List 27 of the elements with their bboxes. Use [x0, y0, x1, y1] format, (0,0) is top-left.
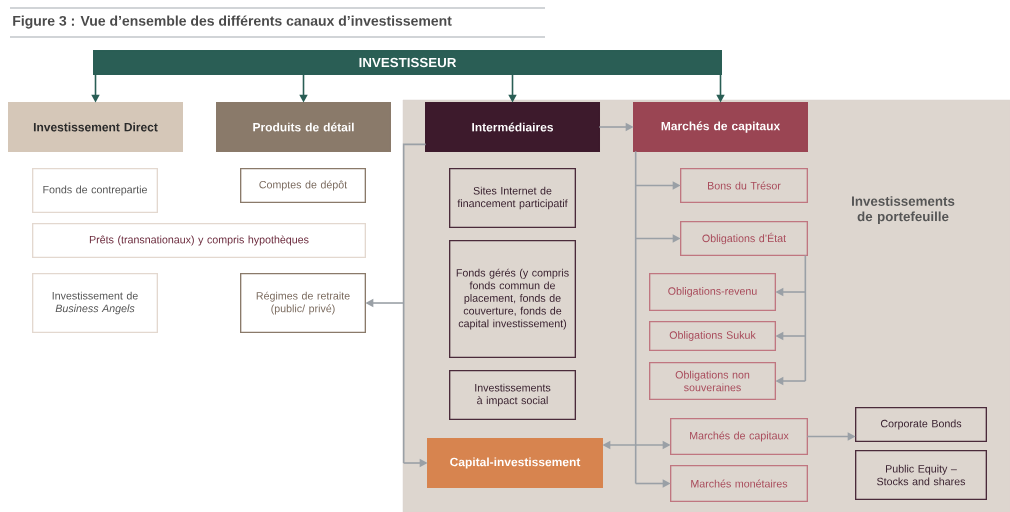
process-box: Investissement de Business Angels: [32, 273, 158, 333]
process-box: Comptes de dépôt: [240, 168, 366, 203]
process-box: Public Equity – Stocks and shares: [855, 450, 987, 500]
process-box: Régimes de retraite (public/ privé): [240, 273, 366, 333]
process-box: Intermédiaires: [425, 102, 600, 152]
process-box: Bons du Trésor: [680, 168, 808, 203]
process-box: Capital-investissement: [427, 438, 603, 488]
process-box: Investissements à impact social: [449, 370, 576, 420]
process-box: Corporate Bonds: [855, 407, 987, 442]
connector-line: [402, 143, 427, 464]
process-box: Investissement Direct: [8, 102, 183, 152]
process-box: Produits de détail: [216, 102, 391, 152]
process-box: Obligations Sukuk: [649, 321, 776, 351]
process-box: Marchés de capitaux: [633, 102, 808, 152]
process-box: Marchés de capitaux: [670, 418, 808, 455]
header-bar: INVESTISSEUR: [93, 50, 722, 75]
connector-line: [804, 254, 807, 382]
connector-line: [634, 150, 637, 485]
process-box: Obligations d’État: [680, 221, 808, 256]
process-box: Marchés monétaires: [670, 465, 808, 502]
figure-title: Figure 3 : Vue d’ensemble des différents canaux d’investissement: [13, 15, 452, 29]
process-box: Obligations-revenu: [649, 273, 776, 311]
process-box: Sites Internet de financement participatif: [449, 168, 576, 228]
process-box: Obligations non souveraines: [649, 362, 776, 400]
process-box: Prêts (transnationaux) y compris hypothèques: [32, 223, 366, 258]
process-box: Fonds de contrepartie: [32, 168, 158, 213]
process-box: Fonds gérés (y compris fonds commun de placement, fonds de couverture, fonds de capital investissement): [449, 240, 576, 358]
